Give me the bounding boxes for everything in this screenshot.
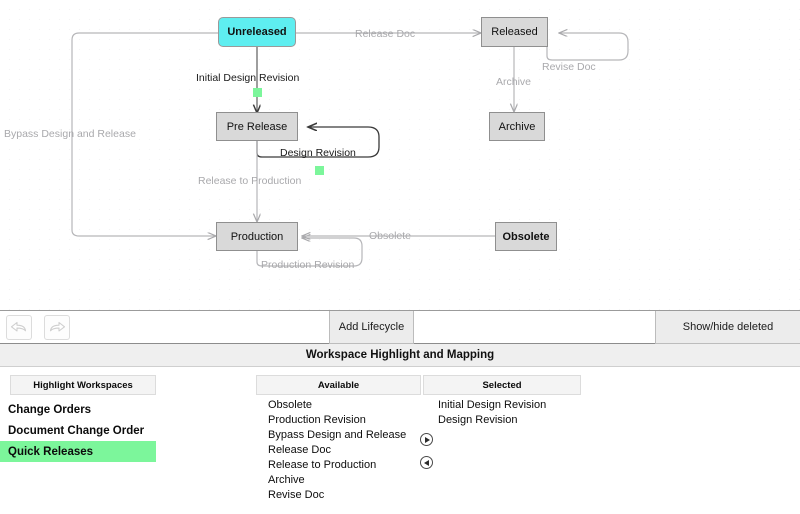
edge-label-release-doc[interactable]: Release Doc	[355, 28, 416, 40]
workspaces-column-header: Highlight Workspaces	[10, 375, 156, 395]
workspace-label: Change Orders	[8, 403, 92, 416]
available-option: Bypass Design and Release	[268, 428, 407, 441]
move-right-button[interactable]	[420, 433, 433, 446]
available-option: Archive	[268, 473, 305, 486]
selected-option: Initial Design Revision	[438, 398, 547, 411]
node-archive[interactable]: Archive	[489, 112, 545, 141]
selected-list[interactable]: Initial Design Revision Design Revision	[438, 397, 598, 427]
workspace-label: Document Change Order	[8, 424, 145, 437]
list-item[interactable]: Document Change Order	[0, 420, 156, 441]
selected-option: Design Revision	[438, 413, 518, 426]
highlight-marker-design-revision	[315, 166, 324, 175]
list-item[interactable]: Initial Design Revision	[438, 397, 598, 412]
bottom-panel: Add Lifecycle Show/hide deleted Workspac…	[0, 310, 800, 514]
available-header-label: Available	[317, 379, 360, 391]
list-item-selected[interactable]: Quick Releases	[0, 441, 156, 462]
undo-button[interactable]	[6, 315, 32, 340]
section-title: Workspace Highlight and Mapping	[0, 344, 800, 367]
list-item[interactable]: Change Orders	[0, 399, 156, 420]
list-item[interactable]: Production Revision	[268, 412, 438, 427]
diagram-edges	[71, 0, 629, 267]
highlight-marker-initial-design-revision	[253, 88, 262, 97]
selected-header-label: Selected	[482, 379, 522, 391]
node-released[interactable]: Released	[481, 17, 548, 47]
section-title-text: Workspace Highlight and Mapping	[305, 349, 495, 361]
node-label: Unreleased	[227, 26, 287, 38]
mapping-columns: Highlight Workspaces Available Selected …	[0, 367, 800, 514]
workspaces-list[interactable]: Change Orders Document Change Order Quic…	[0, 399, 156, 462]
show-hide-deleted-label: Show/hide deleted	[682, 321, 774, 333]
selected-column-header: Selected	[423, 375, 581, 395]
undo-arrow-icon	[10, 321, 27, 332]
node-label: Released	[491, 26, 538, 38]
triangle-left-icon	[423, 459, 429, 466]
node-label: Production	[230, 230, 284, 243]
triangle-right-icon	[424, 436, 430, 443]
workspaces-header-label: Highlight Workspaces	[33, 379, 133, 391]
list-item[interactable]: Revise Doc	[268, 487, 438, 502]
edge-label-archive[interactable]: Archive	[496, 76, 532, 88]
edge-label-initial-design-revision[interactable]: Initial Design Revision	[196, 72, 300, 84]
list-item[interactable]: Release to Production	[268, 457, 438, 472]
add-lifecycle-button[interactable]: Add Lifecycle	[329, 311, 414, 344]
node-label: Obsolete	[502, 230, 550, 243]
edge-label-production-revision[interactable]: Production Revision	[261, 259, 355, 271]
available-list[interactable]: Obsolete Production Revision Bypass Desi…	[268, 397, 438, 502]
edge-label-release-to-production[interactable]: Release to Production	[198, 175, 302, 187]
available-option: Release to Production	[268, 458, 377, 471]
show-hide-deleted-button[interactable]: Show/hide deleted	[655, 311, 800, 344]
workspace-label: Quick Releases	[8, 445, 94, 458]
node-production[interactable]: Production	[216, 222, 298, 251]
edge-label-bypass-design-and-release[interactable]: Bypass Design and Release	[4, 128, 136, 140]
redo-arrow-icon	[49, 321, 66, 332]
node-obsolete[interactable]: Obsolete	[495, 222, 557, 251]
list-item[interactable]: Obsolete	[268, 397, 438, 412]
move-left-button[interactable]	[420, 456, 433, 469]
available-option: Obsolete	[268, 398, 313, 411]
node-label: Archive	[498, 120, 536, 133]
node-unreleased[interactable]: Unreleased	[218, 17, 296, 47]
add-lifecycle-label: Add Lifecycle	[338, 321, 405, 333]
list-item[interactable]: Release Doc	[268, 442, 438, 457]
available-column-header: Available	[256, 375, 421, 395]
edge-label-revise-doc[interactable]: Revise Doc	[542, 61, 596, 73]
lifecycle-diagram-canvas[interactable]: Unreleased Released Pre Release Archive …	[0, 0, 800, 310]
edge-label-design-revision[interactable]: Design Revision	[280, 147, 356, 159]
editor-toolbar: Add Lifecycle Show/hide deleted	[0, 311, 800, 344]
list-item[interactable]: Design Revision	[438, 412, 598, 427]
list-item[interactable]: Bypass Design and Release	[268, 427, 438, 442]
available-option: Revise Doc	[268, 488, 325, 501]
node-label: Pre Release	[226, 120, 288, 133]
redo-button[interactable]	[44, 315, 70, 340]
available-option: Release Doc	[268, 443, 331, 456]
edge-label-obsolete[interactable]: Obsolete	[369, 230, 412, 242]
node-pre-release[interactable]: Pre Release	[216, 112, 298, 141]
list-item[interactable]: Archive	[268, 472, 438, 487]
available-option: Production Revision	[268, 413, 366, 426]
